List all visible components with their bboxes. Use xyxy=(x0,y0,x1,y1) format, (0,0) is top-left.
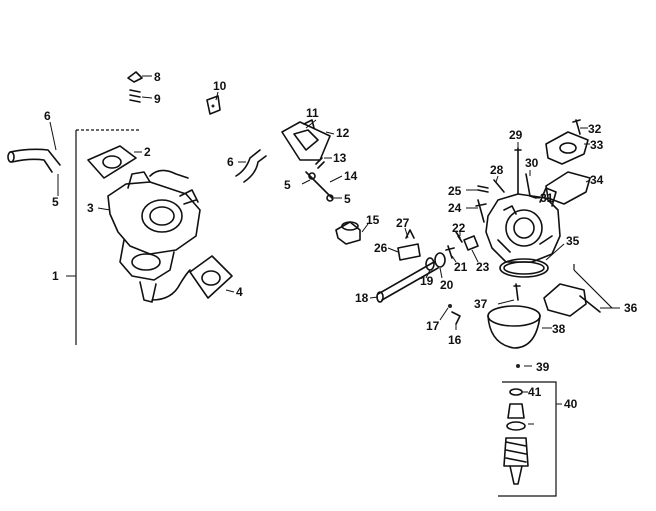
callout-7: 8 xyxy=(154,70,161,84)
fuel-hose-left xyxy=(7,121,61,196)
lever-26 xyxy=(387,227,421,261)
idle-screw-28 xyxy=(514,142,522,195)
cover-32 xyxy=(545,131,590,165)
callout-35: 36 xyxy=(624,301,638,315)
plate-11 xyxy=(281,119,335,161)
washer-16 xyxy=(439,304,452,321)
callout-24: 25 xyxy=(448,184,462,198)
callout-5-middle-b: 5 xyxy=(344,192,351,206)
nozzle-22 xyxy=(463,235,479,263)
callout-2: 2 xyxy=(144,145,151,159)
callout-8: 9 xyxy=(154,92,161,106)
spring-21 xyxy=(455,230,463,243)
callout-11: 12 xyxy=(336,126,350,140)
plate-30 xyxy=(529,195,540,199)
washer-19 xyxy=(434,252,446,279)
callout-26: 27 xyxy=(396,216,410,230)
o-ring-34 xyxy=(499,243,565,278)
callout-29: 30 xyxy=(525,156,539,170)
callout-21: 22 xyxy=(452,221,466,235)
callout-36: 37 xyxy=(474,297,488,311)
screw-7 xyxy=(127,71,152,83)
solenoid-41 xyxy=(503,403,534,485)
callout-4: 4 xyxy=(236,285,243,299)
gasket-40 xyxy=(509,388,528,396)
callout-6-middle: 6 xyxy=(227,155,234,169)
callout-13: 14 xyxy=(344,169,358,183)
screw-20 xyxy=(445,245,457,263)
screw-31 xyxy=(572,119,588,135)
callout-32: 33 xyxy=(590,138,604,152)
callout-25: 26 xyxy=(374,241,388,255)
callout-5-middle-a: 5 xyxy=(284,178,291,192)
spring-24 xyxy=(466,185,489,193)
needle-36 xyxy=(497,283,521,305)
bracket-9 xyxy=(206,91,221,115)
callout-37: 38 xyxy=(552,322,566,336)
assembly-bracket-1 xyxy=(66,129,140,345)
screw-23 xyxy=(466,199,487,223)
carburetor-body-right xyxy=(485,187,561,263)
gasket-4 xyxy=(189,255,235,299)
float-bowl-37 xyxy=(487,305,552,349)
spring-8 xyxy=(129,89,153,103)
gasket-2 xyxy=(87,145,142,179)
callout-39: 40 xyxy=(564,397,578,411)
callout-40: 41 xyxy=(528,385,542,399)
callout-16: 17 xyxy=(426,319,440,333)
float-35 xyxy=(543,264,620,317)
callout-14: 15 xyxy=(366,213,380,227)
callout-9: 10 xyxy=(213,79,227,93)
callout-12: 13 xyxy=(333,151,347,165)
callout-31: 32 xyxy=(588,122,602,136)
callout-18: 19 xyxy=(420,274,434,288)
screw-15 xyxy=(451,311,461,330)
shaft-12 xyxy=(315,157,332,169)
shaft-13 xyxy=(301,171,343,202)
callout-38: 39 xyxy=(536,360,550,374)
gasket-33 xyxy=(545,171,591,205)
callout-15: 16 xyxy=(448,333,462,347)
callout-17: 18 xyxy=(355,291,369,305)
bushing-14 xyxy=(335,221,369,245)
washer-38 xyxy=(516,364,532,368)
callout-27: 28 xyxy=(490,163,504,177)
callout-6-left: 6 xyxy=(44,109,51,123)
carburetor-assembly-3 xyxy=(97,169,201,303)
pin-27 xyxy=(493,175,505,193)
callout-20: 21 xyxy=(454,260,468,274)
callout-5-left: 5 xyxy=(52,195,59,209)
callout-33: 34 xyxy=(590,173,604,187)
assembly-bracket-39 xyxy=(498,381,562,497)
fuel-hose-middle xyxy=(235,149,267,183)
seal-18 xyxy=(425,257,435,279)
callout-10: 11 xyxy=(306,106,319,120)
callout-22: 23 xyxy=(476,260,490,274)
callout-30: 31 xyxy=(540,191,554,205)
callout-28: 29 xyxy=(509,128,523,142)
callout-23: 24 xyxy=(448,201,462,215)
callout-1: 1 xyxy=(52,269,59,283)
callout-34: 35 xyxy=(566,234,580,248)
callout-3: 3 xyxy=(87,201,94,215)
spring-29 xyxy=(525,170,531,197)
callout-19: 20 xyxy=(440,278,454,292)
